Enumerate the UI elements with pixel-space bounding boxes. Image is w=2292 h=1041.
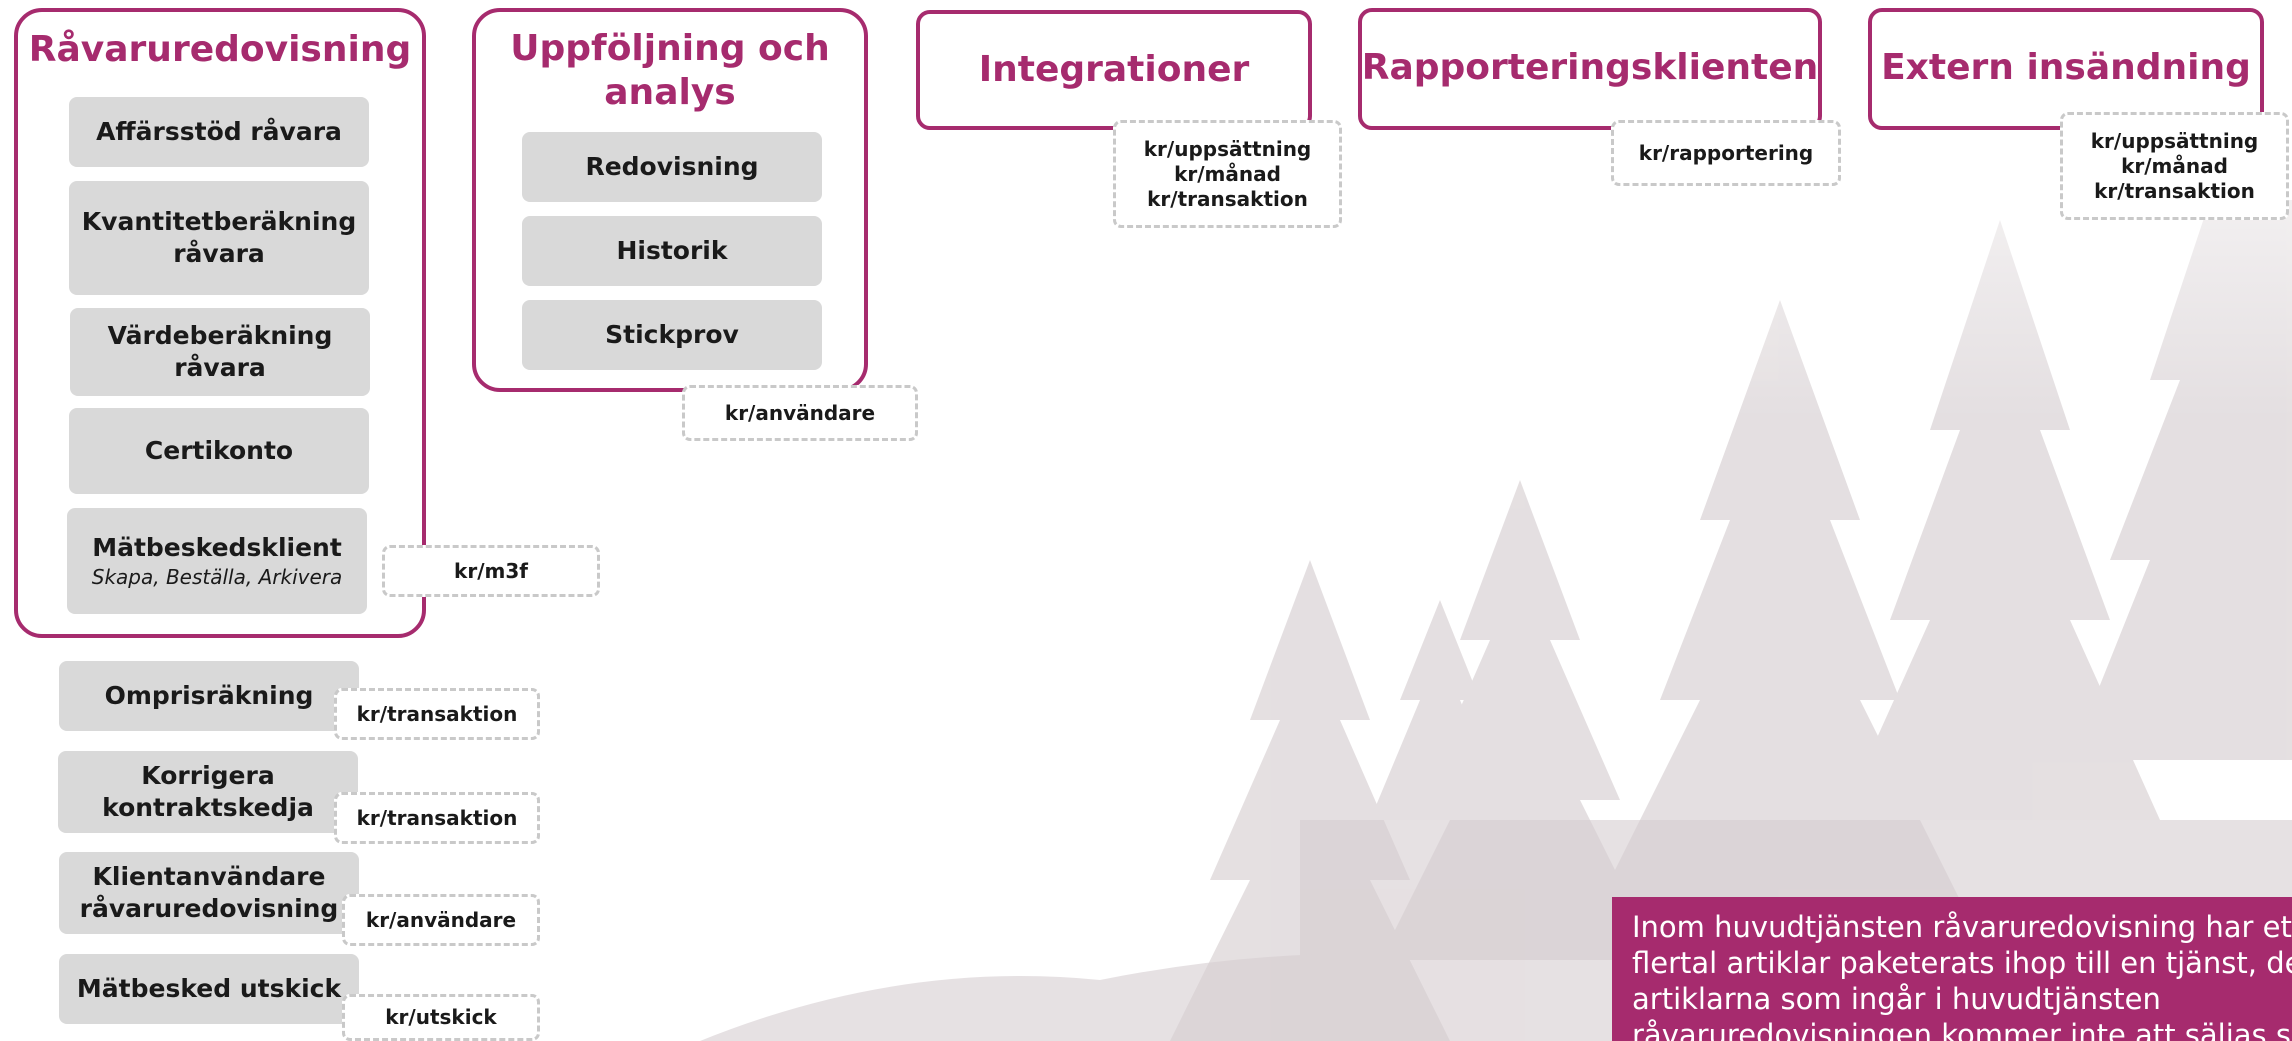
price-tag-utskick: kr/utskick [342, 994, 540, 1041]
price-tag-integrationer: kr/uppsättning kr/månad kr/transaktion [1113, 120, 1342, 228]
price-line-manad: kr/månad [2121, 153, 2228, 178]
rapporteringsklienten-title: Rapporteringsklienten [1361, 47, 1819, 88]
uppfoljning-title: Uppföljning och analys [510, 28, 830, 113]
integrationer-title: Integrationer [978, 49, 1250, 90]
extern-insandning-box [1868, 8, 2264, 130]
item-historik: Historik [522, 216, 822, 286]
note-line: Inom huvudtjänsten råvaruredovisning har… [1632, 910, 2292, 944]
price-tag-m3f: kr/m3f [382, 545, 600, 597]
item-matbesked-utskick: Mätbesked utskick [59, 954, 359, 1024]
item-certikonto: Certikonto [69, 408, 369, 494]
price-line-transaktion: kr/transaktion [1147, 186, 1308, 211]
price-tag-extern: kr/uppsättning kr/månad kr/transaktion [2060, 112, 2289, 220]
price-tag-rapportering: kr/rapportering [1611, 120, 1841, 186]
ravaruredovisning-title: Råvaruredovisning [28, 29, 412, 70]
uppfoljning-group [472, 8, 868, 392]
price-line-transaktion: kr/transaktion [2094, 178, 2255, 203]
ravaruredovisning-group [14, 8, 426, 638]
extern-insandning-title: Extern insändning [1881, 47, 2251, 88]
item-omprisrakning: Omprisräkning [59, 661, 359, 731]
note-line: artiklarna som ingår i huvudtjänsten [1632, 982, 2161, 1016]
item-affarsstod-ravara: Affärsstöd råvara [69, 97, 369, 167]
item-matbeskedsklient: Mätbeskedsklient Skapa, Beställa, Arkive… [67, 508, 367, 614]
item-vardeberakning-ravara: Värdeberäkning råvara [70, 308, 370, 396]
item-redovisning: Redovisning [522, 132, 822, 202]
price-tag-omprisrakning: kr/transaktion [334, 688, 540, 740]
item-korrigera-kontraktskedja: Korrigera kontraktskedja [58, 751, 358, 833]
info-note: Inom huvudtjänsten råvaruredovisning har… [1612, 897, 2292, 1041]
item-kvantitetberakning-ravara: Kvantitetberäkning råvara [69, 181, 369, 295]
item-klientanvandare: Klientanvändare råvaruredovisning [59, 852, 359, 934]
matbeskedsklient-subtitle: Skapa, Beställa, Arkivera [91, 565, 343, 589]
price-line-uppsattning: kr/uppsättning [1143, 136, 1312, 161]
rapporteringsklienten-box [1358, 8, 1822, 130]
integrationer-box [916, 10, 1312, 130]
item-stickprov: Stickprov [522, 300, 822, 370]
matbeskedsklient-label: Mätbeskedsklient [92, 533, 342, 562]
price-tag-anvandare: kr/användare [682, 385, 918, 441]
note-line: råvaruredovisningen kommer inte att sälj… [1632, 1018, 2292, 1041]
price-tag-klientanvandare: kr/användare [342, 894, 540, 946]
price-line-uppsattning: kr/uppsättning [2090, 128, 2259, 153]
price-tag-korrigera: kr/transaktion [334, 792, 540, 844]
price-line-manad: kr/månad [1174, 161, 1281, 186]
note-line: flertal artiklar paketerats ihop till en… [1632, 946, 2292, 980]
